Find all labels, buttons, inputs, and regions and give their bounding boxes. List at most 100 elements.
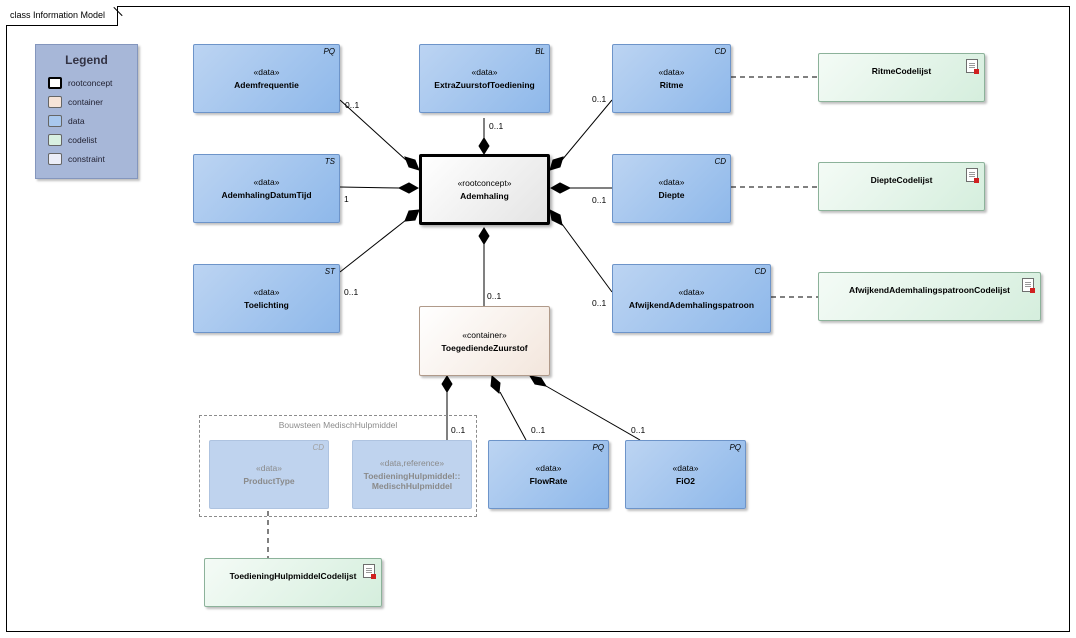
stereotype: «data» [253,287,280,297]
legend-swatch-container [48,95,62,108]
codelist-name: AfwijkendAdemhalingspatroonCodelijst [848,285,1011,295]
stereotype: «rootconcept» [457,178,512,188]
class-name: Ritme [659,80,684,90]
codelist-name: DiepteCodelijst [870,175,933,185]
legend-swatch-data [48,114,62,127]
type-tag: CD [714,47,726,56]
document-icon [966,168,979,183]
codelist-name: ToedieningHulpmiddelCodelijst [229,571,357,581]
multiplicity-ritme: 0..1 [592,94,607,104]
type-tag: CD [312,443,324,452]
diamond-ritme [549,156,564,171]
class-name: FiO2 [676,476,695,486]
legend-label-codelist: codelist [68,134,97,145]
multiplicity-diepte: 0..1 [592,195,607,205]
legend: Legend rootconcept container data codeli… [35,44,138,179]
multiplicity-toegediende: 0..1 [487,291,502,301]
node-afwijkendademhalingspatroon[interactable]: CD «data» AfwijkendAdemhalingspatroon [612,264,771,333]
legend-item-rootconcept: rootconcept [36,73,137,92]
diagram-title: class Information Model [6,6,119,26]
class-name: Ademhaling [460,191,509,201]
node-flowrate[interactable]: PQ «data» FlowRate [488,440,609,509]
legend-item-data: data [36,111,137,130]
edge-ademhalingdatumtijd [339,186,400,189]
node-toegediendezuurstof[interactable]: «container» ToegediendeZuurstof [419,306,550,376]
class-name: Diepte [658,190,685,200]
diamond-toelichting [404,209,420,222]
stereotype: «data» [253,177,280,187]
diamond-medischhulpmiddel [441,375,453,393]
document-icon [966,59,979,74]
legend-item-codelist: codelist [36,130,137,149]
class-name: ToegediendeZuurstof [441,342,528,353]
stereotype: «data» [253,67,280,77]
stereotype: «data» [658,177,685,187]
multiplicity-fio2: 0..1 [631,425,646,435]
edge-toelichting [339,219,407,273]
node-producttype[interactable]: CD «data» ProductType [209,440,329,509]
class-name-line1: ToedieningHulpmiddel:: [363,471,461,481]
document-icon [1022,278,1035,293]
diamond-afwijkend [549,209,563,226]
edge-fio2 [545,385,641,441]
stereotype: «data» [658,67,685,77]
legend-swatch-constraint [48,152,62,165]
type-tag: PQ [592,443,604,452]
legend-title: Legend [65,53,108,67]
boundary-label: Bouwsteen MedischHulpmiddel [278,420,398,430]
multiplicity-flowrate: 0..1 [531,425,546,435]
diamond-ademfrequentie [404,156,420,171]
edge-afwijkend [561,223,613,293]
node-ademhalingdatumtijd[interactable]: TS «data» AdemhalingDatumTijd [193,154,340,223]
class-name-line2: MedischHulpmiddel [371,481,453,491]
node-extrazuurstoftoediening[interactable]: BL «data» ExtraZuurstofToediening [419,44,550,113]
legend-label-constraint: constraint [68,153,105,164]
legend-label-rootconcept: rootconcept [68,77,113,88]
node-diepte[interactable]: CD «data» Diepte [612,154,731,223]
node-toelichting[interactable]: ST «data» Toelichting [193,264,340,333]
codelist-hulpmiddel[interactable]: ToedieningHulpmiddelCodelijst [204,558,382,607]
type-tag: BL [535,47,545,56]
class-name: AdemhalingDatumTijd [221,190,312,200]
type-tag: CD [754,267,766,276]
multiplicity-ademfrequentie: 0..1 [345,100,360,110]
stereotype: «data» [535,463,562,473]
legend-item-container: container [36,92,137,111]
multiplicity-afwijkend: 0..1 [592,298,607,308]
multiplicity-medischhulpmiddel: 0..1 [451,425,466,435]
node-ademhaling[interactable]: «rootconcept» Ademhaling [419,154,550,225]
stereotype: «data» [678,287,705,297]
stereotype: «data» [672,463,699,473]
class-name: ExtraZuurstofToediening [434,80,535,90]
document-icon [363,564,376,579]
class-name: ProductType [243,476,295,486]
codelist-diepte[interactable]: DiepteCodelijst [818,162,985,211]
diamond-diepte [549,182,572,194]
edge-ritme [561,99,613,161]
edge-ademfrequentie [339,99,407,161]
codelist-ritme[interactable]: RitmeCodelijst [818,53,985,102]
stereotype: «data,reference» [379,458,445,468]
class-name: Toelichting [244,300,289,310]
node-fio2[interactable]: PQ «data» FiO2 [625,440,746,509]
type-tag: PQ [729,443,741,452]
legend-label-data: data [68,115,85,126]
node-ademfrequentie[interactable]: PQ «data» Ademfrequentie [193,44,340,113]
multiplicity-ademhalingdatumtijd: 1 [344,194,349,204]
diamond-ademhalingdatumtijd [397,182,420,194]
node-ritme[interactable]: CD «data» Ritme [612,44,731,113]
stereotype: «data» [471,67,498,77]
diamond-toegediende [478,227,490,245]
legend-swatch-rootconcept [48,76,62,89]
diagram-frame [6,6,1070,632]
diamond-fio2 [528,375,548,387]
codelist-afwijkend[interactable]: AfwijkendAdemhalingspatroonCodelijst [818,272,1041,321]
stereotype: «data» [256,463,282,473]
type-tag: ST [324,267,335,276]
class-name: AfwijkendAdemhalingspatroon [628,300,755,310]
legend-item-constraint: constraint [36,149,137,168]
node-medischhulpmiddel[interactable]: «data,reference» ToedieningHulpmiddel:: … [352,440,472,509]
multiplicity-extrazuurstof: 0..1 [489,121,504,131]
diamond-flowrate [490,374,501,395]
